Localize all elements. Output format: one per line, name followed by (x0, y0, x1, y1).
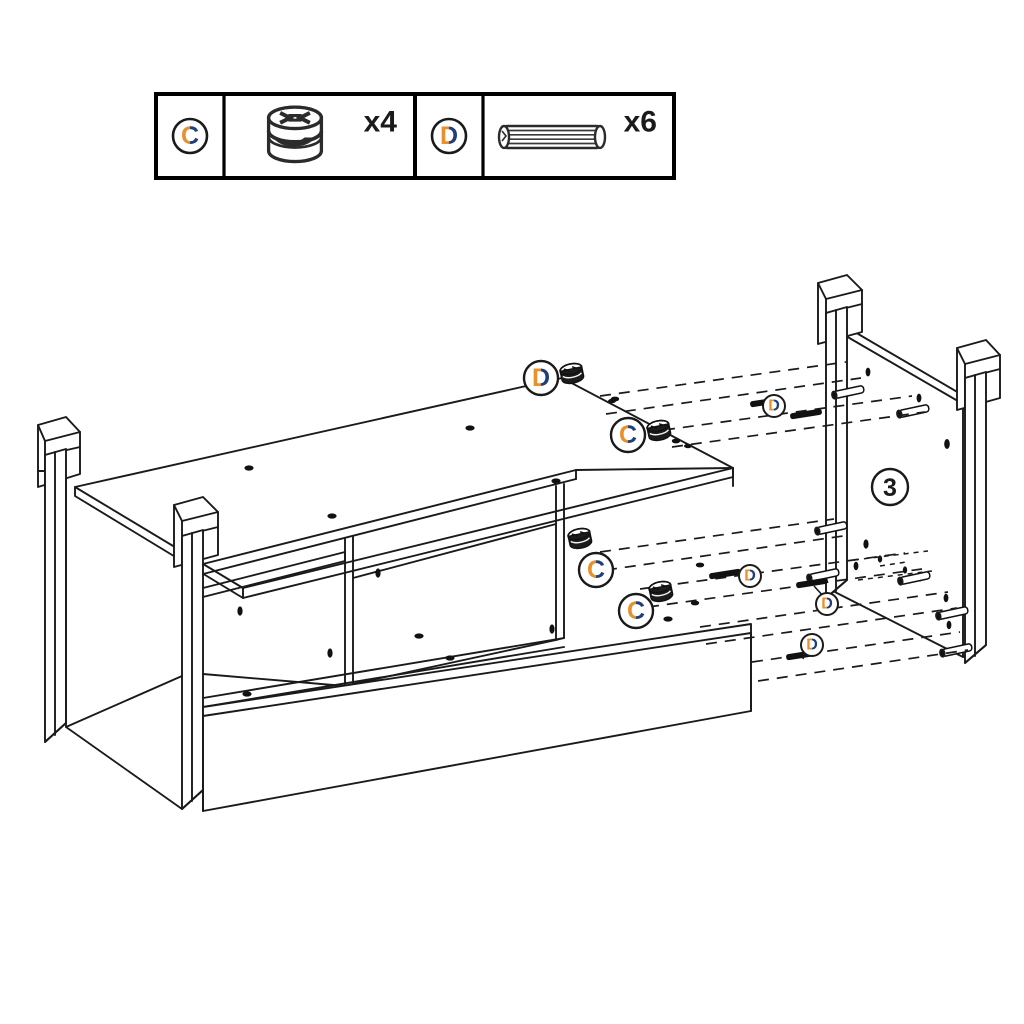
callout-c-mid: C (577, 551, 615, 589)
legend-code-D-text: D (440, 122, 458, 150)
assembly-trajectory-lines (599, 361, 969, 682)
callout-d-top: D (522, 359, 560, 397)
callout-d-mid-3-text: D (821, 596, 833, 613)
callout-d-top-text: D (532, 364, 550, 392)
callout-c-low: C (617, 592, 655, 630)
callout-c-low-text: C (627, 597, 645, 625)
legend-code-D: D (430, 117, 468, 155)
callout-d-mid-3: D (815, 592, 839, 616)
cam-lock-4 (647, 578, 675, 605)
callout-d-mid-2: D (738, 564, 762, 588)
callout-d-mid-2-text: D (744, 568, 756, 585)
cam-lock-icon (266, 105, 324, 164)
callout-d-low-text: D (806, 637, 818, 654)
callout-c-top-text: C (619, 421, 637, 449)
carcass-interior-holes (237, 562, 705, 697)
cam-holes-top-edge (608, 398, 692, 449)
callout-c-mid-text: C (587, 556, 605, 584)
top-panel-holes (244, 396, 681, 519)
legend-code-C: C (171, 117, 209, 155)
wooden-dowel-icon (497, 124, 607, 150)
step-number-badge: 3 (870, 467, 910, 507)
callout-badges: D C C C D D D D (522, 359, 839, 657)
callout-d-mid-1-text: D (768, 398, 780, 415)
cam-lock-1 (558, 360, 586, 387)
legend-quantity-C: x4 (364, 106, 398, 139)
parts-legend-table: C x4 D (154, 92, 676, 180)
alignment-ticks (853, 550, 933, 581)
callout-d-low: D (800, 633, 824, 657)
step-number-text: 3 (883, 474, 897, 502)
cabinet-carcass (37, 377, 752, 812)
callout-c-top: C (609, 416, 647, 454)
legend-quantity-D: x6 (624, 106, 657, 139)
legend-code-C-text: C (181, 122, 199, 150)
leg-front-left (173, 496, 219, 810)
leg-front-right (956, 339, 1001, 664)
leg-back-left (37, 416, 81, 743)
callout-d-mid-1: D (762, 394, 786, 418)
